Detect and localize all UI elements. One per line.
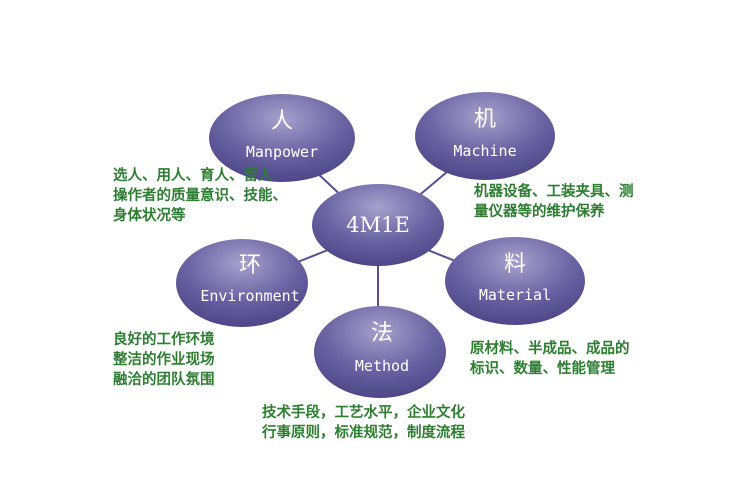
- node-machine: 机 Machine: [415, 92, 555, 180]
- description-line: 操作者的质量意识、技能、: [113, 188, 287, 204]
- description-line: 身体状况等: [113, 208, 186, 224]
- description-material: 原材料、半成品、成品的 标识、数量、性能管理: [470, 339, 630, 379]
- description-line: 融洽的团队氛围: [113, 372, 215, 388]
- description-line: 原材料、半成品、成品的: [470, 341, 630, 357]
- description-line: 整洁的作业现场: [113, 352, 215, 368]
- ellipse-environment: [176, 239, 308, 327]
- node-machine-subtitle: Machine: [453, 142, 516, 160]
- description-line: 机器设备、工装夹具、测: [474, 184, 634, 200]
- description-environment: 良好的工作环境 整洁的作业现场 融洽的团队氛围: [113, 330, 215, 390]
- description-line: 量仪器等的维护保养: [474, 204, 605, 220]
- description-manpower: 选人、用人、育人、留人 操作者的质量意识、技能、 身体状况等: [113, 166, 287, 226]
- node-material-subtitle: Material: [479, 286, 551, 304]
- node-method-title: 法: [371, 321, 393, 346]
- node-manpower-title: 人: [271, 109, 293, 134]
- ellipse-manpower: [209, 94, 355, 182]
- node-environment-title: 环: [239, 253, 261, 278]
- node-machine-title: 机: [474, 107, 496, 132]
- description-line: 标识、数量、性能管理: [470, 361, 615, 377]
- ellipse-machine: [415, 92, 555, 180]
- description-machine: 机器设备、工装夹具、测 量仪器等的维护保养: [474, 182, 634, 222]
- node-environment: 环 Environment: [176, 239, 308, 327]
- description-line: 良好的工作环境: [113, 332, 215, 348]
- node-material-title: 料: [504, 252, 526, 277]
- ellipse-method: [314, 306, 446, 398]
- ellipse-material: [445, 237, 585, 325]
- description-method: 技术手段，工艺水平，企业文化 行事原则，标准规范，制度流程: [262, 403, 465, 443]
- node-material: 料 Material: [445, 237, 585, 325]
- node-environment-subtitle: Environment: [200, 287, 299, 305]
- ellipse-center: [312, 184, 444, 266]
- description-line: 技术手段，工艺水平，企业文化: [262, 405, 465, 421]
- node-method: 法 Method: [314, 306, 446, 398]
- description-line: 行事原则，标准规范，制度流程: [262, 425, 465, 441]
- node-center: 4M1E: [312, 184, 444, 266]
- node-manpower: 人 Manpower: [209, 94, 355, 182]
- node-manpower-subtitle: Manpower: [246, 143, 318, 161]
- description-line: 选人、用人、育人、留人: [113, 168, 273, 184]
- center-label: 4M1E: [346, 213, 410, 237]
- node-method-subtitle: Method: [355, 357, 409, 375]
